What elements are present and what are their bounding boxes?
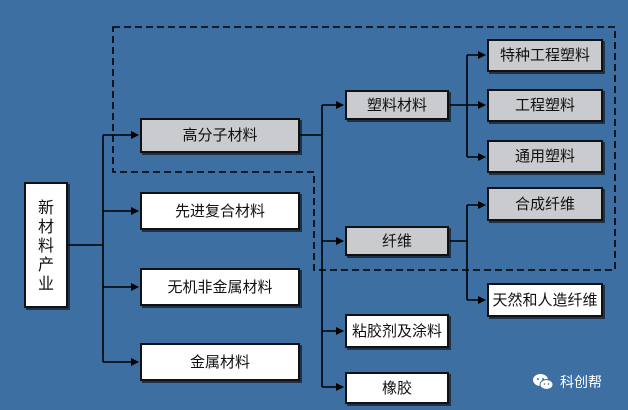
node-polymer: 高分子材料 [140, 118, 300, 153]
node-special-plastics: 特种工程塑料 [487, 39, 603, 72]
node-metal: 金属材料 [140, 343, 300, 381]
node-synthetic-fiber: 合成纤维 [487, 187, 603, 221]
node-adhesive: 粘胶剂及涂料 [345, 314, 449, 348]
node-inorganic: 无机非金属材料 [140, 268, 300, 306]
root-node: 新 材 料 产 业 [24, 182, 68, 308]
node-plastics: 塑料材料 [345, 90, 449, 120]
root-char: 材 [37, 216, 54, 236]
node-composite: 先进复合材料 [140, 192, 300, 230]
node-general-plastics: 通用塑料 [487, 140, 603, 173]
node-fiber: 纤维 [345, 226, 449, 256]
root-char: 产 [37, 254, 54, 274]
root-char: 料 [37, 235, 54, 255]
root-char: 业 [37, 273, 54, 293]
node-engineering-plastics: 工程塑料 [487, 89, 603, 122]
watermark-text: 科创帮 [560, 375, 602, 391]
node-natural-fiber: 天然和人造纤维 [487, 283, 603, 317]
node-rubber: 橡胶 [345, 372, 449, 404]
root-char: 新 [37, 197, 54, 217]
watermark: 科创帮 [532, 370, 624, 394]
wechat-icon [533, 374, 554, 390]
